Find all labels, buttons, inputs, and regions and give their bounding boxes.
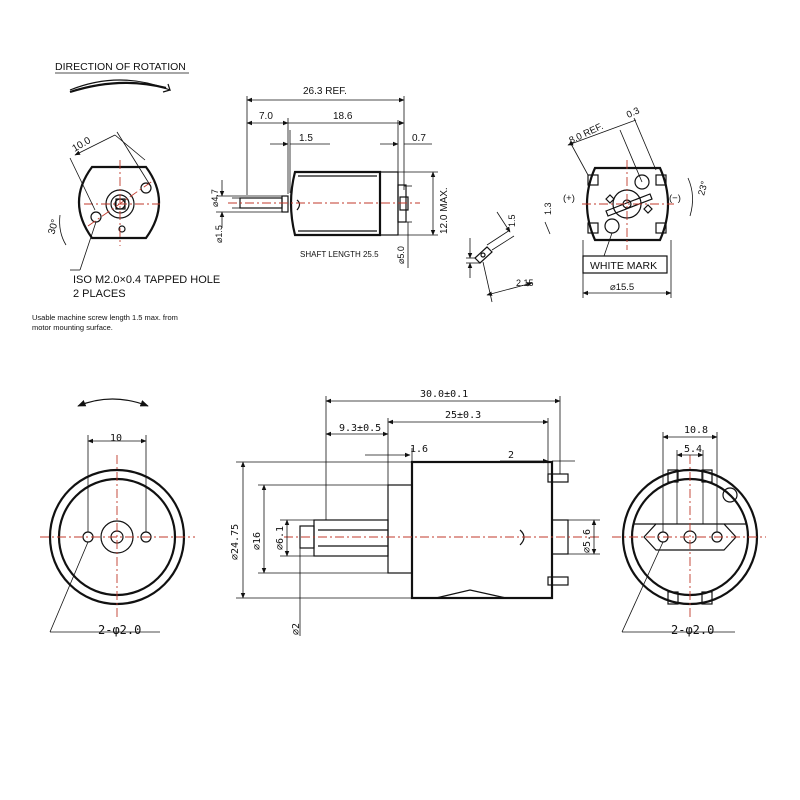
top-side-view: 26.3 REF. 7.0 18.6 1.5 0.7 ⌀4.7 ⌀1.5 12.… bbox=[210, 86, 450, 268]
rotation-arrow-2-icon bbox=[77, 398, 149, 407]
rear-inner-spacing: 5.4 bbox=[684, 444, 702, 455]
side-overall-length: 30.0±0.1 bbox=[420, 389, 468, 400]
shaft-length-note: SHAFT LENGTH 25.5 bbox=[300, 250, 379, 259]
side-shaft-dia: ⌀1.5 bbox=[214, 225, 224, 243]
rear-diameter-dim: ⌀15.5 bbox=[610, 282, 634, 293]
side-dim-1-5: 1.5 bbox=[299, 133, 313, 144]
tapped-hole-note-2: 2 PLACES bbox=[73, 288, 126, 300]
screw-note-2: motor mounting surface. bbox=[32, 323, 113, 332]
rear-angle-dim: 23° bbox=[696, 180, 710, 197]
top-front-view: 10.0 30° bbox=[47, 131, 161, 271]
side-body-dia: ⌀24.75 bbox=[230, 524, 241, 560]
terminal-height-dim: 1.3 bbox=[543, 202, 553, 215]
front-angle-dim: 30° bbox=[47, 218, 62, 235]
terminal-detail: 1.5 1.3 2.15 bbox=[466, 202, 553, 303]
side-small-dia: ⌀2 bbox=[291, 623, 302, 635]
side-dim-0-7: 0.7 bbox=[412, 133, 426, 144]
rear-holes-note: 2-φ2.0 bbox=[671, 623, 714, 637]
side-boss-length: 1.6 bbox=[410, 444, 428, 455]
rear-outer-spacing: 10.8 bbox=[684, 425, 708, 436]
side-terminal-dia-2: ⌀5.6 bbox=[582, 529, 593, 553]
front-hole-spacing: 10 bbox=[110, 433, 122, 444]
tapped-hole-2 bbox=[90, 211, 102, 223]
side-terminal-length: 2 bbox=[508, 450, 514, 461]
bottom-side-view: 30.0±0.1 25±0.3 9.3±0.5 1.6 2 ⌀24.75 ⌀16… bbox=[230, 389, 600, 636]
top-rear-view: 8.0 REF. 0.3 23° (+) (−) WHITE MARK ⌀15.… bbox=[563, 105, 711, 298]
rear-plus-label: (+) bbox=[563, 193, 575, 204]
tapped-hole-1 bbox=[140, 182, 152, 194]
side-boss-dia: ⌀4.7 bbox=[210, 189, 220, 207]
side-dim-7: 7.0 bbox=[259, 111, 273, 122]
bottom-rear-view: 10.8 5.4 2-φ2.0 bbox=[612, 425, 766, 637]
bottom-front-view: 10 2-φ2.0 bbox=[40, 398, 195, 637]
side-body-length: 25±0.3 bbox=[445, 410, 481, 421]
side-shaft-dia-2: ⌀6.1 bbox=[275, 526, 286, 550]
side-max-height: 12.0 MAX. bbox=[439, 187, 450, 234]
direction-title: DIRECTION OF ROTATION bbox=[55, 61, 186, 73]
screw-note-1: Usable machine screw length 1.5 max. fro… bbox=[32, 313, 178, 322]
side-overall-dim: 26.3 REF. bbox=[303, 86, 347, 97]
side-terminal-dia: ⌀5.0 bbox=[396, 246, 406, 264]
tapped-hole-note-1: ISO M2.0×0.4 TAPPED HOLE bbox=[73, 274, 220, 286]
rotation-arrow-icon bbox=[69, 79, 171, 93]
side-dim-18: 18.6 bbox=[333, 111, 353, 122]
rear-minus-label: (−) bbox=[669, 193, 681, 204]
terminal-length-dim: 2.15 bbox=[516, 278, 534, 288]
direction-of-rotation: DIRECTION OF ROTATION bbox=[55, 61, 189, 94]
side-shaft-ext: 9.3±0.5 bbox=[339, 423, 381, 434]
side-boss-dia-2: ⌀16 bbox=[252, 532, 263, 550]
white-mark-label: WHITE MARK bbox=[590, 260, 657, 272]
front-holes-note: 2-φ2.0 bbox=[98, 623, 141, 637]
rear-gap-dim: 0.3 bbox=[625, 105, 642, 121]
terminal-width-dim: 1.5 bbox=[507, 214, 517, 227]
